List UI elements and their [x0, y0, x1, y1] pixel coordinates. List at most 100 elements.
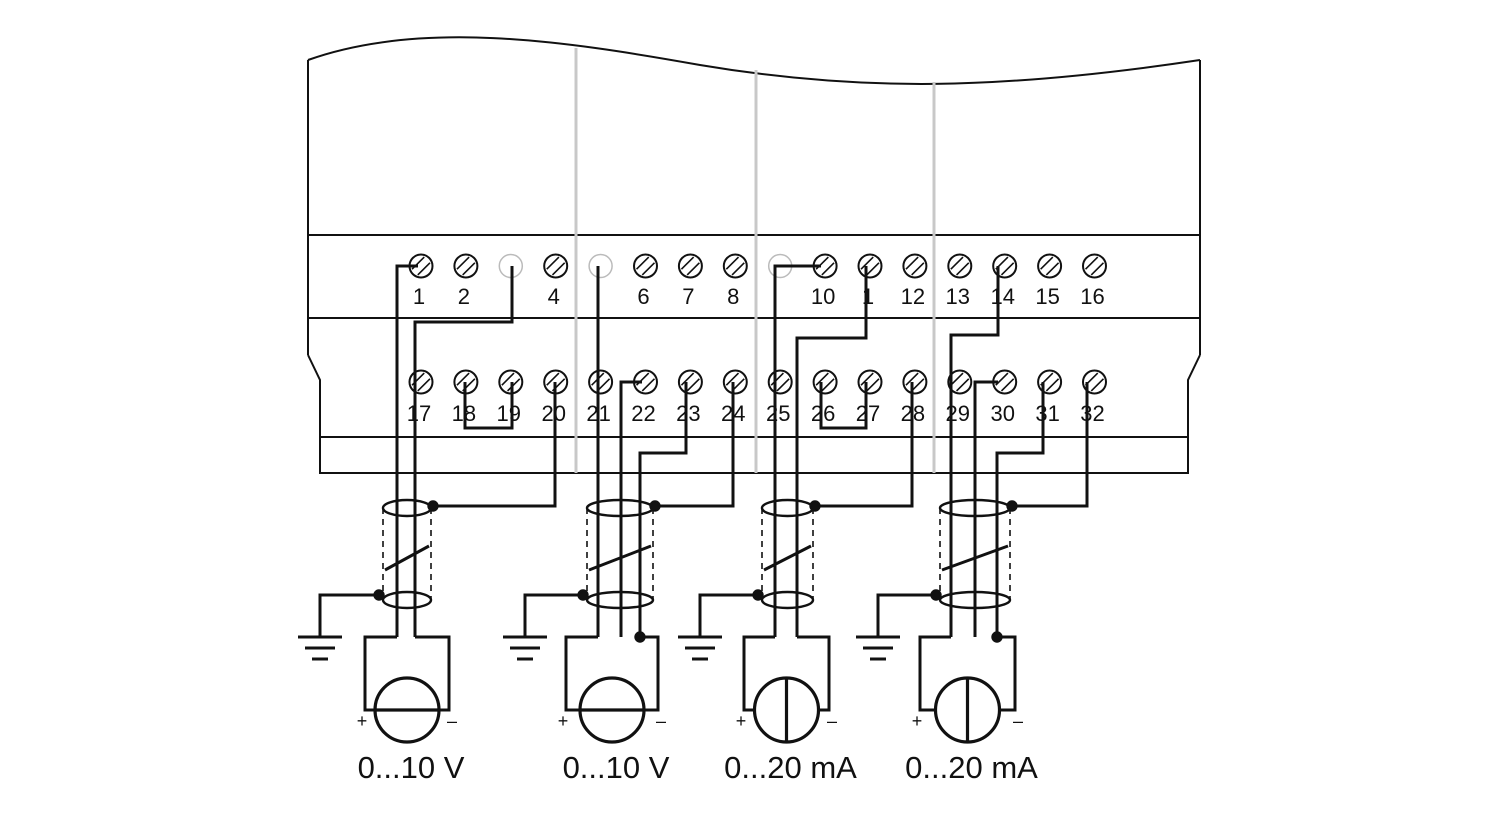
- source-range-label: 0...20 mA: [724, 750, 857, 785]
- module-section-dividers: [574, 48, 936, 473]
- wire-terminal-23: [638, 382, 688, 637]
- screw-slot: [731, 262, 745, 276]
- terminal-screw-icon: [812, 369, 838, 395]
- screw-slot: [956, 262, 970, 276]
- source-range-label: 0...20 mA: [905, 750, 1038, 785]
- terminal-screw-icon: [722, 369, 748, 395]
- screw-slot: [462, 262, 476, 276]
- wire-terminal-28: [815, 382, 914, 508]
- shield-twist-mark: [941, 544, 1009, 572]
- terminal-screw-icon: [633, 253, 658, 279]
- terminal-12: 12: [901, 253, 928, 309]
- plus-label: +: [912, 711, 923, 731]
- plus-label: +: [357, 711, 368, 731]
- wire-terminal-14: [949, 266, 1000, 637]
- terminal-label: 6: [637, 284, 649, 309]
- screw-slot: [1045, 378, 1060, 392]
- terminal-screw-icon: [408, 369, 434, 395]
- shield-drain-wire: [698, 593, 758, 636]
- terminal-screw-icon: [947, 253, 973, 279]
- shield-drain-wire: [318, 593, 379, 636]
- terminal-label: 26: [811, 401, 835, 426]
- shield-twist-mark: [588, 544, 652, 572]
- screw-slot: [417, 262, 431, 276]
- terminal-1: 1: [408, 253, 434, 309]
- terminal-8: 8: [722, 253, 748, 309]
- terminal-label: 8: [727, 284, 739, 309]
- channel-2: +–0...10 V: [503, 498, 670, 785]
- terminal-23: 23: [676, 369, 703, 426]
- wire-terminal-32: [1012, 382, 1089, 508]
- terminal-2: 2: [453, 253, 479, 309]
- terminal-14: 14: [990, 253, 1018, 309]
- screw-slot: [1090, 378, 1105, 392]
- terminal-screw-icon: [902, 369, 928, 395]
- shield-drain-wire: [523, 593, 583, 636]
- screw-slot: [546, 256, 560, 270]
- screw-slot: [456, 372, 470, 386]
- terminal-label: 1: [862, 284, 874, 309]
- screw-slot: [725, 372, 740, 386]
- junction-dot: [373, 589, 385, 601]
- terminal-label: 16: [1080, 284, 1104, 309]
- channel-4: + – 0...20 mA: [856, 498, 1038, 785]
- screw-slot: [776, 378, 790, 392]
- terminal-label: 10: [811, 284, 835, 309]
- terminal-screw-icon: [722, 253, 748, 279]
- terminal-label: 14: [990, 284, 1014, 309]
- screw-slot: [635, 256, 650, 270]
- terminal-screw-icon: [677, 253, 703, 279]
- minus-label: –: [1013, 711, 1023, 731]
- channel-3: +–0...20 mA: [678, 498, 857, 785]
- screw-slot: [1040, 256, 1054, 270]
- minus-label: –: [827, 711, 837, 731]
- wire-terminal-30: [973, 380, 998, 637]
- minus-label: –: [656, 711, 666, 731]
- ground-icon: [856, 635, 900, 661]
- screw-slot: [770, 372, 784, 386]
- screw-slot: [1000, 262, 1015, 276]
- terminal-label: 13: [946, 284, 970, 309]
- terminal-screw-icon: [1082, 369, 1107, 395]
- shield-drain-wire: [876, 593, 936, 636]
- terminal-screw-icon: [1082, 253, 1107, 279]
- junction-dot: [649, 500, 661, 512]
- minus-label: –: [447, 711, 457, 731]
- terminal-screw-icon: [543, 253, 569, 279]
- terminal-32: 32: [1080, 369, 1107, 426]
- cable-shield-bottom: [760, 590, 815, 610]
- terminal-label: 32: [1080, 401, 1104, 426]
- terminal-screw-icon: [857, 369, 883, 395]
- screw-slot: [686, 262, 700, 276]
- screw-slot: [501, 372, 515, 386]
- screw-slot: [725, 256, 740, 270]
- junction-dot: [1006, 500, 1018, 512]
- terminal-label: 15: [1035, 284, 1059, 309]
- channel-1: +–0...10 V: [298, 498, 465, 785]
- plus-label: +: [558, 711, 569, 731]
- wire-terminal-3: [413, 266, 514, 637]
- voltage-source-icon: [373, 676, 441, 744]
- screw-slot: [1084, 256, 1099, 270]
- terminal-label: 17: [407, 401, 431, 426]
- terminal-label: 22: [631, 401, 655, 426]
- terminal-screw-icon: [947, 369, 973, 395]
- terminal-screw-icon: [857, 253, 883, 279]
- junction-dot: [427, 500, 439, 512]
- terminal-4: 4: [543, 253, 569, 309]
- screw-slot: [956, 378, 970, 392]
- junction-dot: [809, 500, 821, 512]
- screw-slot: [815, 372, 829, 386]
- terminal-screw-icon: [677, 369, 703, 395]
- screw-slot: [546, 372, 560, 386]
- wire-terminal-20: [433, 382, 557, 508]
- sensor-channels: +–0...10 V+–0...10 V+–0...20 mA+–0...20 …: [298, 498, 1038, 785]
- current-source-icon: [933, 676, 1002, 744]
- cable-shield-top: [760, 498, 815, 518]
- wire-terminal-1: [395, 264, 418, 637]
- terminal-19: 19: [497, 369, 524, 426]
- screw-slot: [905, 256, 919, 270]
- terminal-screw-icon: [453, 253, 479, 279]
